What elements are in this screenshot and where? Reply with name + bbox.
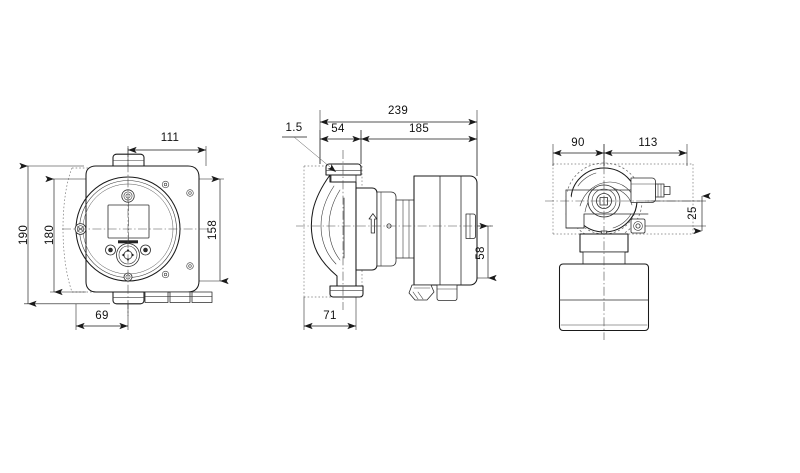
keypad-right-status-glyph-icon [143, 247, 148, 253]
dimension-158-label: 158 [207, 220, 219, 240]
side-view-top-flange [325, 163, 362, 183]
dimension-25: 25 [645, 192, 711, 235]
dimension-90-label: 90 [571, 137, 584, 149]
dimension-111: 111 [127, 132, 207, 166]
dimension-71: 71 [303, 297, 357, 330]
top-view-screw-boss [630, 218, 646, 234]
dimension-69: 69 [75, 303, 129, 330]
dimension-54-label: 54 [331, 123, 345, 135]
side-view-chamber [355, 187, 397, 271]
dimension-113-label: 113 [638, 137, 657, 149]
keypad-left-status-glyph-icon [108, 247, 113, 253]
top-view-motor-body [558, 263, 650, 332]
dimension-58: 58 [475, 222, 497, 282]
side-view-volute-body [310, 174, 357, 287]
dimension-190: 190 [18, 162, 110, 307]
front-view-top-flange [112, 153, 145, 167]
front-view-corner-screws [161, 180, 194, 279]
dimension-1-5: 1.5 [282, 122, 337, 173]
dimension-180-label: 180 [44, 225, 56, 245]
dimension-180: 180 [44, 175, 86, 296]
dimension-71-label: 71 [323, 310, 336, 322]
side-view-motor-can [413, 175, 478, 286]
front-view-bottom-feet [112, 291, 213, 305]
dimension-54: 54 [319, 123, 362, 164]
keypad-up-arrow-icon[interactable] [126, 248, 130, 252]
top-view-mounting-band [565, 189, 649, 229]
dimension-158: 158 [199, 175, 229, 285]
dimension-185-label: 185 [409, 123, 429, 135]
side-view-bottom-flange [329, 285, 364, 298]
dimension-69-label: 69 [95, 310, 108, 322]
dimension-239-label: 239 [388, 105, 408, 117]
top-view-terminal-block [630, 177, 671, 203]
dimension-25-label: 25 [687, 206, 699, 219]
dimension-113: 113 [603, 137, 688, 166]
dimension-58-label: 58 [475, 246, 487, 259]
keypad-right-arrow-icon[interactable] [131, 253, 135, 257]
side-view: 239 54 185 1.5 58 [282, 105, 497, 330]
dimension-190-label: 190 [18, 225, 30, 245]
front-view: 190 180 158 111 69 [18, 132, 229, 330]
dimension-185: 185 [360, 123, 478, 176]
dimension-90: 90 [552, 137, 605, 166]
side-view-cable-gland [408, 284, 458, 301]
keypad-left-arrow-icon[interactable] [121, 253, 125, 257]
top-view: 90 113 25 [545, 137, 711, 340]
dimension-1-5-label: 1.5 [286, 122, 303, 134]
dimension-111-label: 111 [161, 132, 179, 144]
